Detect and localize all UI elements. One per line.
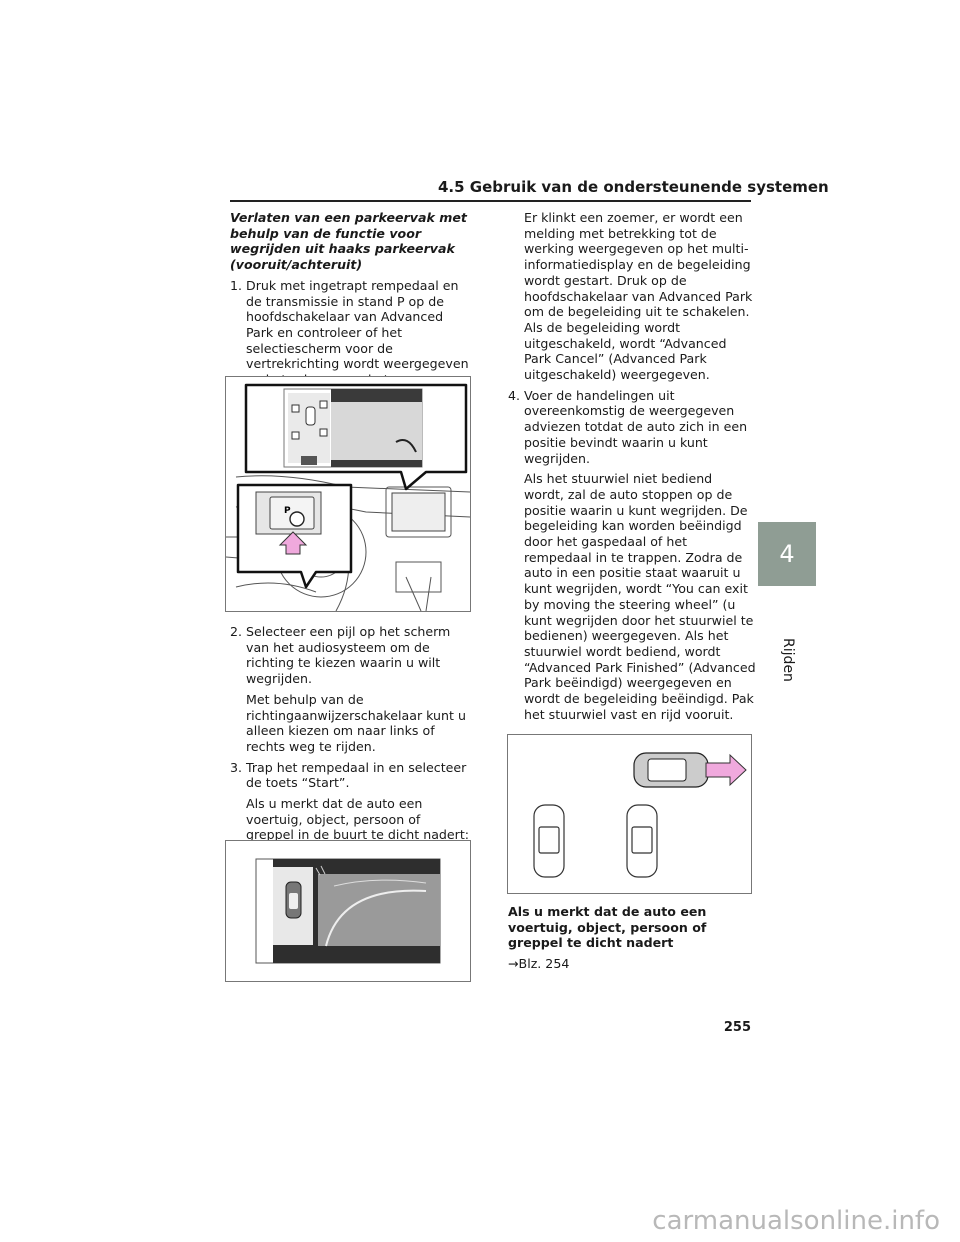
left-column-lower: 2. Selecteer een pijl op het scherm van … (230, 624, 470, 864)
moving-car (633, 752, 709, 788)
warning-block: Als u merkt dat de auto een voertuig, ob… (508, 904, 756, 977)
exit-maneuver-drawing (533, 752, 747, 878)
step-note: Met behulp van de richtingaanwijzerschak… (246, 691, 466, 754)
page-reference-link[interactable]: →Blz. 254 (508, 956, 570, 972)
step-3-continued: Er klinkt een zoemer, er wordt een meldi… (524, 210, 753, 383)
step-text: Druk met ingetrapt rempedaal en de trans… (246, 277, 469, 403)
section-heading: Verlaten van een parkeervak met behulp v… (230, 210, 467, 273)
chapter-label: Rijden (780, 638, 796, 682)
page-number: 255 (723, 1020, 751, 1035)
step-text: Voer de handelingen uit overeenkomstig d… (524, 387, 748, 466)
section-header-title: 4.5 Gebruik van de ondersteunende system… (438, 178, 829, 196)
step-number: 2. (230, 624, 243, 639)
step-1: 1. Druk met ingetrapt rempedaal en de tr… (230, 278, 470, 404)
step-number: 1. (230, 277, 243, 293)
p-switch-label: P (284, 506, 291, 516)
left-column: Verlaten van een parkeervak met behulp v… (230, 210, 470, 408)
step-text: Trap het rempedaal in en selecteer de to… (246, 759, 467, 791)
step-4: 4. Voer de handelingen uit overeenkomsti… (508, 388, 756, 467)
step-text: Selecteer een pijl op het scherm van het… (246, 624, 451, 687)
step-number: 4. (508, 387, 521, 403)
step-2: 2. Selecteer een pijl op het scherm van … (230, 624, 470, 687)
header-rule (230, 200, 751, 202)
dashboard-illustration: P (225, 376, 471, 612)
step-note: Als het stuurwiel niet bediend wordt, za… (524, 471, 756, 722)
step-number: 3. (230, 759, 243, 775)
guidance-screen-drawing (255, 858, 441, 964)
watermark: carmanualsonline.info (652, 1206, 940, 1236)
guidance-screen-illustration (225, 840, 471, 982)
warning-heading: Als u merkt dat de auto een voertuig, ob… (508, 904, 707, 951)
dashboard-drawing: P (226, 383, 470, 611)
chapter-tab: 4 (758, 522, 816, 586)
exit-maneuver-illustration (507, 734, 752, 894)
step-3: 3. Trap het rempedaal in en selecteer de… (230, 760, 470, 791)
right-column: Er klinkt een zoemer, er wordt een meldi… (508, 210, 756, 728)
